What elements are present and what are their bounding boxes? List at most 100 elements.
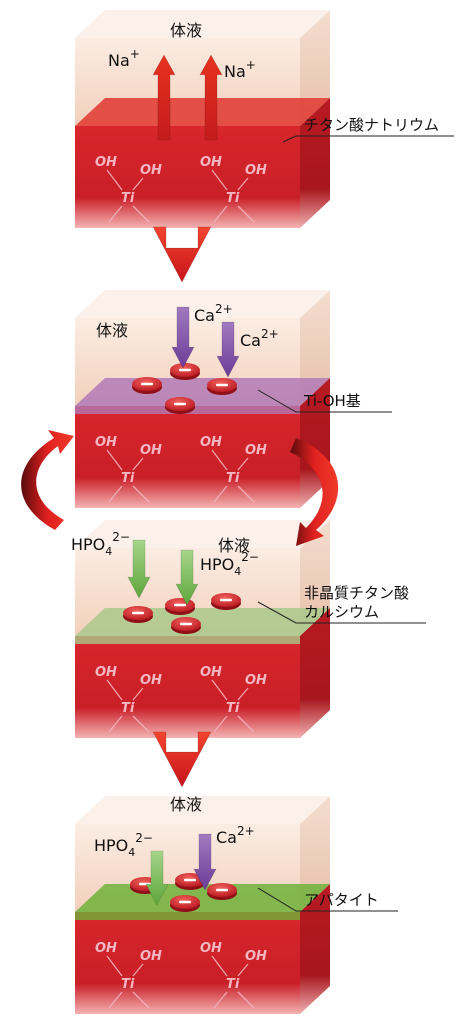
body-fluid-label: 体液 [170,795,202,814]
bond-line [108,991,123,1009]
phosphate-ion-label-charge: 2− [112,530,130,544]
negative-charge-icon [216,383,228,387]
ti-oh-callout-leader [257,389,392,413]
bond-line [213,991,228,1009]
titanium-label: Ti [121,471,135,486]
calcium-ion-label-symbol: Ca [194,306,215,325]
bond-line [237,457,249,471]
body-fluid-top [75,290,330,318]
bond-line [213,715,228,733]
ti-oh-surface-layer [75,378,330,406]
apatite-layer [75,884,330,912]
bond-line [211,679,228,701]
sodium-ion-label-charge: + [130,47,140,61]
ti-oh-callout: Ti-OH基 [303,392,361,410]
negative-charge-icon [220,598,232,602]
bond-line [132,963,144,977]
body-fluid-top [75,10,330,38]
calcium-arrow-b [216,321,240,378]
transition-arrow-2 [152,731,212,788]
titanium-substrate-front [75,912,300,1014]
transition-arrow-1 [152,226,212,283]
phosphate-ion-label-subscript: 4 [105,545,112,558]
bond-line [108,485,123,503]
negative-charge-icon [216,888,228,892]
bond-line [106,449,123,471]
bond-line [132,687,144,701]
sodium-ion-label: Na+ [224,58,256,81]
hydroxyl-label: OH [245,443,267,458]
calcium-ion-label-symbol: Ca [240,331,261,350]
phosphate-ion-label-symbol: HPO [71,535,105,554]
bond-line [211,955,228,977]
bond-line [108,715,123,733]
bond-line [211,449,228,471]
phosphate-ion-label-charge: 2− [241,550,259,564]
phosphate-ion-label: HPO42− [71,530,130,558]
calcium-ion-label-charge: 2+ [261,327,279,341]
phosphate-ion-label-symbol: HPO [200,555,234,574]
bond-line [108,205,123,223]
body-fluid-side [300,10,330,126]
sodium-titanate-callout-leader [282,135,454,143]
bond-line [132,991,150,1009]
bond-line [106,679,123,701]
titanium-substrate-front [75,406,300,508]
negative-charge-icon [184,878,196,882]
phosphate-arrow [145,850,169,906]
negative-charge-icon [180,622,192,626]
hydroxyl-label: OH [245,949,267,964]
hydroxyl-label: OH [95,155,117,170]
bond-line [213,205,228,223]
apatite-callout-leader [257,887,398,912]
apatite-layer-edge [75,912,300,920]
negative-charge-icon [132,611,144,615]
titanium-label: Ti [226,471,240,486]
titanium-substrate-front [75,126,300,228]
body-fluid-side [300,796,330,912]
hydroxyl-label: OH [95,665,117,680]
hydroxyl-label: OH [140,443,162,458]
bond-line [211,169,228,191]
body-fluid-side [300,520,330,636]
titanium-label: Ti [121,191,135,206]
hydroxyl-label: OH [200,155,222,170]
bond-line [106,169,123,191]
bond-line [237,205,255,223]
calcium-ion-label: Ca2+ [240,327,279,350]
negative-charge-icon [141,382,153,386]
bond-line [237,963,249,977]
phosphate-arrow-a [127,539,151,599]
hydroxyl-label: OH [200,665,222,680]
calcium-ion-label-charge: 2+ [215,302,233,316]
negative-charge-icon [174,402,186,406]
sodium-ion-label: Na+ [108,47,140,70]
hydroxyl-label: OH [140,163,162,178]
hydroxyl-label: OH [95,941,117,956]
calcium-titanate-callout-line2: カルシウム [304,603,379,621]
bond-line [237,687,249,701]
hydroxyl-label: OH [245,163,267,178]
phosphate-ion-label: HPO42− [94,831,153,859]
sodium-release-arrow-left [152,54,176,141]
phosphate-ion-label-subscript: 4 [234,565,241,578]
negative-charge-icon [179,900,191,904]
bond-line [132,457,144,471]
hydroxyl-label: OH [140,673,162,688]
bond-line [237,485,255,503]
hydroxyl-label: OH [140,949,162,964]
bond-line [213,485,228,503]
calcium-arrow-a [171,306,195,369]
calcium-titanate-callout: 非晶質チタン酸 [304,584,409,602]
titanium-label: Ti [226,191,240,206]
titanium-substrate-side [300,98,330,228]
sodium-ion-label-symbol: Na [224,62,246,81]
body-fluid-label: 体液 [96,321,128,340]
titanium-label: Ti [226,977,240,992]
calcium-arrow [193,833,217,891]
calcium-ion-label-symbol: Ca [216,828,237,847]
